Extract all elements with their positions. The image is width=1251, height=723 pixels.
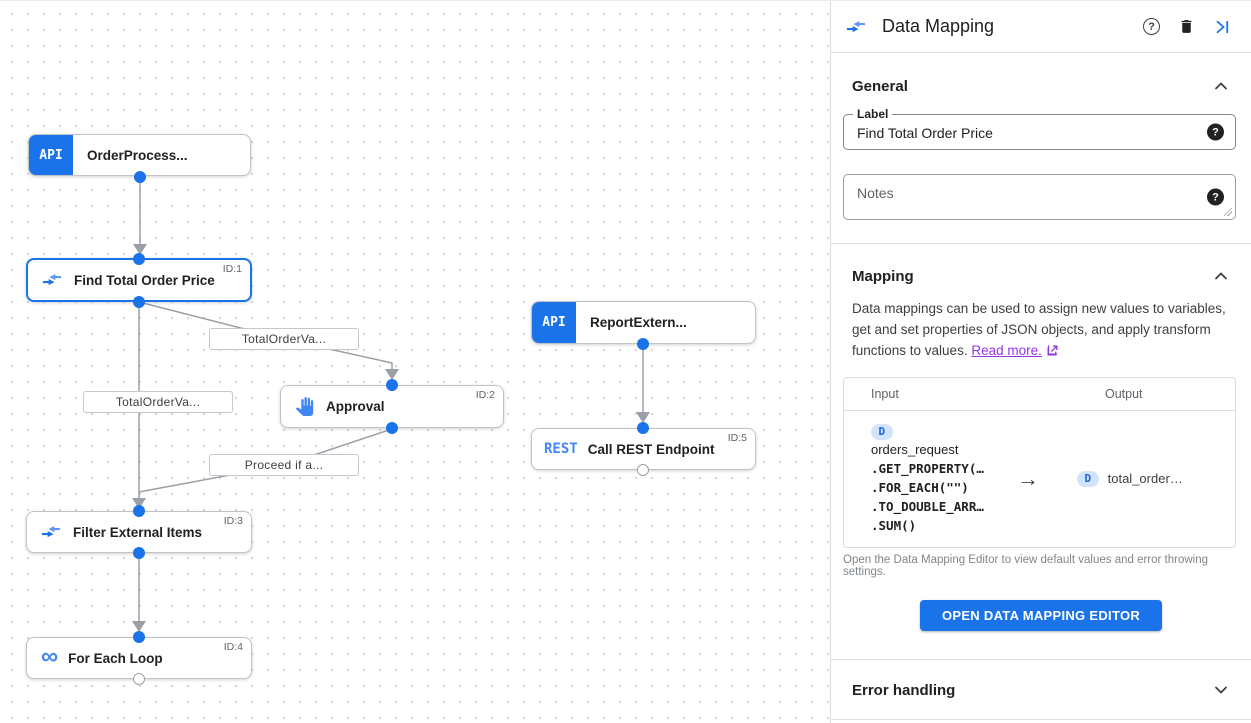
delete-icon[interactable] <box>1178 17 1195 36</box>
connector-dot[interactable] <box>133 296 145 308</box>
connector-dot-empty[interactable] <box>133 673 145 685</box>
section-divider <box>831 719 1251 720</box>
label-help-icon[interactable]: ? <box>1207 123 1224 141</box>
workflow-canvas[interactable]: API OrderProcess... Find Total Order Pri… <box>0 1 830 723</box>
help-icon[interactable]: ? <box>1143 18 1160 35</box>
output-column-header: Output <box>1105 387 1143 401</box>
mapping-section-header[interactable]: Mapping <box>831 266 1251 286</box>
error-handling-section-header[interactable]: Error handling <box>831 680 1251 700</box>
error-handling-title: Error handling <box>852 681 956 699</box>
data-mapping-icon <box>846 17 866 37</box>
output-variable: total_order… <box>1107 471 1183 486</box>
node-id-badge: ID:5 <box>727 432 747 444</box>
read-more-link[interactable]: Read more. <box>971 343 1042 358</box>
node-label: ReportExtern... <box>590 315 687 330</box>
node-approval[interactable]: Approval ID:2 <box>280 385 504 428</box>
collapse-panel-icon[interactable] <box>1213 18 1231 36</box>
transform-line: .SUM() <box>871 518 917 533</box>
connector-dot[interactable] <box>133 505 145 517</box>
label-field-label: Label <box>853 107 893 121</box>
section-divider <box>831 659 1251 660</box>
api-trigger-label: API <box>39 147 63 163</box>
connector-dot[interactable] <box>386 422 398 434</box>
approval-hand-icon <box>295 397 314 416</box>
data-mapping-icon <box>41 522 61 542</box>
edge-label-total-order-1[interactable]: TotalOrderVa... <box>209 328 359 350</box>
chevron-up-icon[interactable] <box>1211 266 1231 286</box>
node-id-badge: ID:4 <box>223 641 243 653</box>
rest-icon: REST <box>544 441 578 457</box>
api-trigger-icon: API <box>29 135 73 175</box>
node-label: Call REST Endpoint <box>587 441 715 457</box>
mapping-table-row[interactable]: D orders_request .GET_PROPERTY(… .FOR_EA… <box>844 411 1235 547</box>
connector-dot[interactable] <box>637 338 649 350</box>
node-label: Filter External Items <box>73 524 203 540</box>
connector-dot[interactable] <box>637 422 649 434</box>
label-field[interactable]: Label Find Total Order Price ? <box>843 107 1236 150</box>
connector-dot[interactable] <box>386 379 398 391</box>
node-label: Find Total Order Price <box>74 272 215 288</box>
edge-label-total-order-2[interactable]: TotalOrderVa... <box>83 391 233 413</box>
chevron-up-icon[interactable] <box>1211 76 1231 96</box>
connector-dot[interactable] <box>133 547 145 559</box>
node-id-badge: ID:2 <box>475 389 495 401</box>
transform-line: .TO_DOUBLE_ARR… <box>871 499 984 514</box>
general-section-header[interactable]: General <box>831 76 1251 96</box>
chevron-down-icon[interactable] <box>1211 680 1231 700</box>
input-column-header: Input <box>871 387 899 401</box>
node-label: Approval <box>326 399 385 414</box>
input-variable: orders_request <box>871 442 959 457</box>
connector-dot-empty[interactable] <box>637 464 649 476</box>
node-filter-external-items[interactable]: Filter External Items ID:3 <box>26 511 252 553</box>
node-id-badge: ID:1 <box>222 263 242 275</box>
mapping-table-caption: Open the Data Mapping Editor to view def… <box>843 554 1209 578</box>
data-mapping-icon <box>42 270 62 290</box>
transform-line: .FOR_EACH("") <box>871 480 969 495</box>
panel-title: Data Mapping <box>882 16 995 36</box>
general-title: General <box>852 77 908 95</box>
mapping-preview-table: Input Output D orders_request .GET_PROPE… <box>843 377 1236 548</box>
loop-infinity-icon: ∞ <box>41 643 59 670</box>
mapping-arrow-icon: → <box>1017 465 1039 491</box>
config-panel: Data Mapping ? General Label <box>830 1 1251 723</box>
edge-label-proceed-if[interactable]: Proceed if a... <box>209 454 359 476</box>
notes-field[interactable]: Notes ? <box>843 174 1236 220</box>
notes-help-icon[interactable]: ? <box>1207 188 1224 206</box>
connector-dot[interactable] <box>133 253 145 265</box>
node-call-rest-endpoint[interactable]: REST Call REST Endpoint ID:5 <box>531 428 756 470</box>
double-type-badge: D <box>871 423 893 440</box>
double-type-badge: D <box>1077 470 1099 487</box>
node-label: For Each Loop <box>68 650 163 666</box>
mapping-title: Mapping <box>852 267 914 285</box>
section-divider <box>831 243 1251 244</box>
label-field-value[interactable]: Find Total Order Price <box>857 125 993 141</box>
mapping-table-header: Input Output <box>844 378 1235 411</box>
resize-handle[interactable] <box>1223 207 1232 216</box>
transform-line: .GET_PROPERTY(… <box>871 461 984 476</box>
open-data-mapping-editor-button[interactable]: OPEN DATA MAPPING EDITOR <box>919 600 1163 631</box>
node-order-process-trigger[interactable]: API OrderProcess... <box>28 134 251 176</box>
notes-placeholder[interactable]: Notes <box>857 185 894 201</box>
api-trigger-icon: API <box>532 302 576 343</box>
node-id-badge: ID:3 <box>223 515 243 527</box>
node-label: OrderProcess... <box>87 147 188 163</box>
panel-header: Data Mapping ? <box>831 1 1251 53</box>
mapping-description: Data mappings can be used to assign new … <box>852 298 1236 363</box>
node-report-extern-trigger[interactable]: API ReportExtern... <box>531 301 756 344</box>
external-link-icon[interactable] <box>1046 342 1059 363</box>
node-for-each-loop[interactable]: ∞ For Each Loop ID:4 <box>26 637 252 679</box>
edge-lines <box>132 177 650 632</box>
api-trigger-label: API <box>542 315 566 330</box>
connector-dot[interactable] <box>134 171 146 183</box>
connector-dot[interactable] <box>133 631 145 643</box>
